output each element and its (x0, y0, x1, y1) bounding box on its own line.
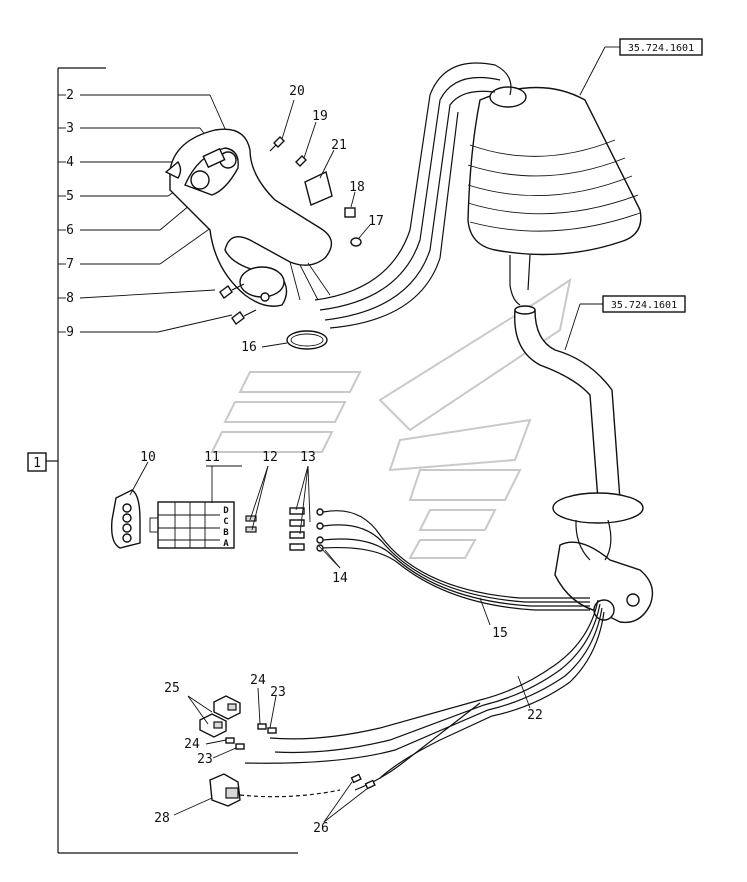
callout-28: 28 (154, 811, 170, 826)
callout-2: 2 (66, 88, 74, 103)
reference-label-top: 35.724.1601 (628, 43, 694, 54)
reference-top: 35.724.1601 (619, 38, 703, 56)
callout-3: 3 (66, 121, 74, 136)
callout-26: 26 (313, 821, 329, 836)
callout-numbers: 2 3 4 5 6 7 8 9 10 11 12 13 14 15 16 17 … (66, 84, 543, 836)
callout-21: 21 (331, 138, 347, 153)
connector-letter-d: D (223, 506, 229, 516)
callout-13: 13 (300, 450, 316, 465)
callout-25: 25 (164, 681, 180, 696)
terminal-pins (245, 507, 324, 552)
callout-7: 7 (66, 257, 74, 272)
joystick-handle (164, 128, 333, 307)
group-bracket: 1 (27, 67, 298, 854)
reference-label-middle: 35.724.1601 (611, 300, 677, 311)
connector-letter-b: B (223, 528, 229, 538)
lower-connectors (199, 695, 376, 807)
mounting-tube (514, 305, 654, 624)
callout-14: 14 (332, 571, 348, 586)
callout-20: 20 (289, 84, 305, 99)
callout-19: 19 (312, 109, 328, 124)
callout-9: 9 (66, 325, 74, 340)
callout-16: 16 (241, 340, 257, 355)
callout-22: 22 (527, 708, 543, 723)
callout-24-bottom: 24 (184, 737, 200, 752)
callout-10: 10 (140, 450, 156, 465)
cable-22 (244, 599, 605, 791)
connector-housing-11: D C B A (149, 501, 235, 549)
small-parts (219, 99, 371, 350)
connector-10 (110, 489, 141, 549)
callout-6: 6 (66, 223, 74, 238)
bellows-boot (467, 46, 642, 306)
callout-leaders (129, 461, 531, 823)
callout-5: 5 (66, 189, 74, 204)
connector-letter-a: A (223, 539, 229, 549)
callout-8: 8 (66, 291, 74, 306)
callout-24-top: 24 (250, 673, 266, 688)
watermark (210, 277, 572, 559)
handle-cables (314, 62, 512, 329)
callout-12: 12 (262, 450, 278, 465)
callout-17: 17 (368, 214, 384, 229)
callout-23-top: 23 (270, 685, 286, 700)
reference-middle: 35.724.1601 (564, 295, 686, 351)
connector-letter-c: C (223, 517, 228, 527)
callout-23-bottom: 23 (197, 752, 213, 767)
group-label-box (27, 452, 47, 472)
callout-11: 11 (204, 450, 220, 465)
group-label: 1 (33, 456, 41, 471)
callout-4: 4 (66, 155, 74, 170)
callout-15: 15 (492, 626, 508, 641)
callout-18: 18 (349, 180, 365, 195)
cable-15 (322, 510, 590, 611)
